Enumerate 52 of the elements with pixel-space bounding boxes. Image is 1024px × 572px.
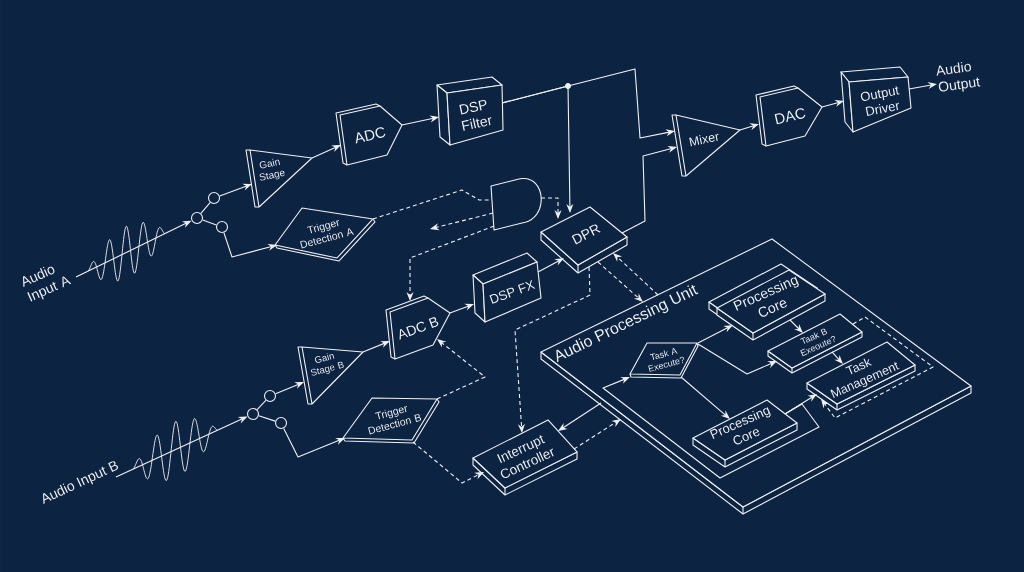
output-label: Audio Output [936, 62, 981, 92]
and-gate [490, 177, 542, 231]
arrow [680, 376, 730, 419]
process-box: DSP FX [472, 252, 542, 323]
dashed-arrow [430, 212, 494, 231]
arrow [621, 145, 677, 234]
arrow [501, 85, 574, 213]
dashed-arrow [573, 419, 621, 450]
dashed-arrow [821, 316, 934, 419]
arrow [558, 402, 602, 431]
dashed-arrow [436, 339, 486, 400]
dashed-connector-line [372, 189, 493, 220]
connector-line [256, 399, 267, 411]
arrow [223, 232, 277, 258]
connector-line [200, 202, 211, 214]
input-label: Audio Input A [23, 266, 72, 302]
arrow [283, 427, 345, 458]
arrow [537, 258, 564, 273]
dashed-arrow [613, 253, 659, 296]
detector-parallelogram: Trigger Detection B [342, 397, 440, 444]
arrow [449, 303, 474, 314]
dashed-arrow [540, 197, 562, 219]
amplifier-triangle: Gain Stage [245, 149, 313, 208]
process-box: DSP Filter [436, 76, 504, 146]
dashed-arrow [597, 261, 643, 302]
mixer-triangle: Mixer [671, 114, 741, 177]
arrow [908, 82, 937, 90]
arrow [784, 394, 817, 415]
arrow [697, 325, 733, 344]
converter-block: ADC B [385, 295, 451, 360]
process-box: Output Driver [840, 66, 912, 133]
input-label: Audio Input B [42, 461, 119, 504]
register-slab: DPR [540, 206, 628, 274]
arrow [697, 343, 777, 375]
arrow [401, 115, 439, 126]
arrow [311, 145, 341, 159]
converter-block: DAC [755, 85, 823, 147]
detector-parallelogram: Trigger Detection A [274, 207, 376, 262]
arrow [602, 377, 820, 479]
arrow [275, 382, 304, 395]
arrow [219, 183, 252, 197]
arrow [362, 341, 390, 353]
arrow [789, 319, 803, 333]
converter-block: ADC [335, 103, 403, 166]
dashed-arrow [514, 266, 591, 433]
arrow [821, 99, 844, 108]
connector-line [258, 415, 276, 422]
connector-line [202, 219, 217, 226]
arrow [739, 123, 759, 131]
amplifier-triangle: Gain Stage B [297, 346, 364, 405]
arrow [831, 351, 843, 364]
dashed-arrow [412, 441, 484, 484]
